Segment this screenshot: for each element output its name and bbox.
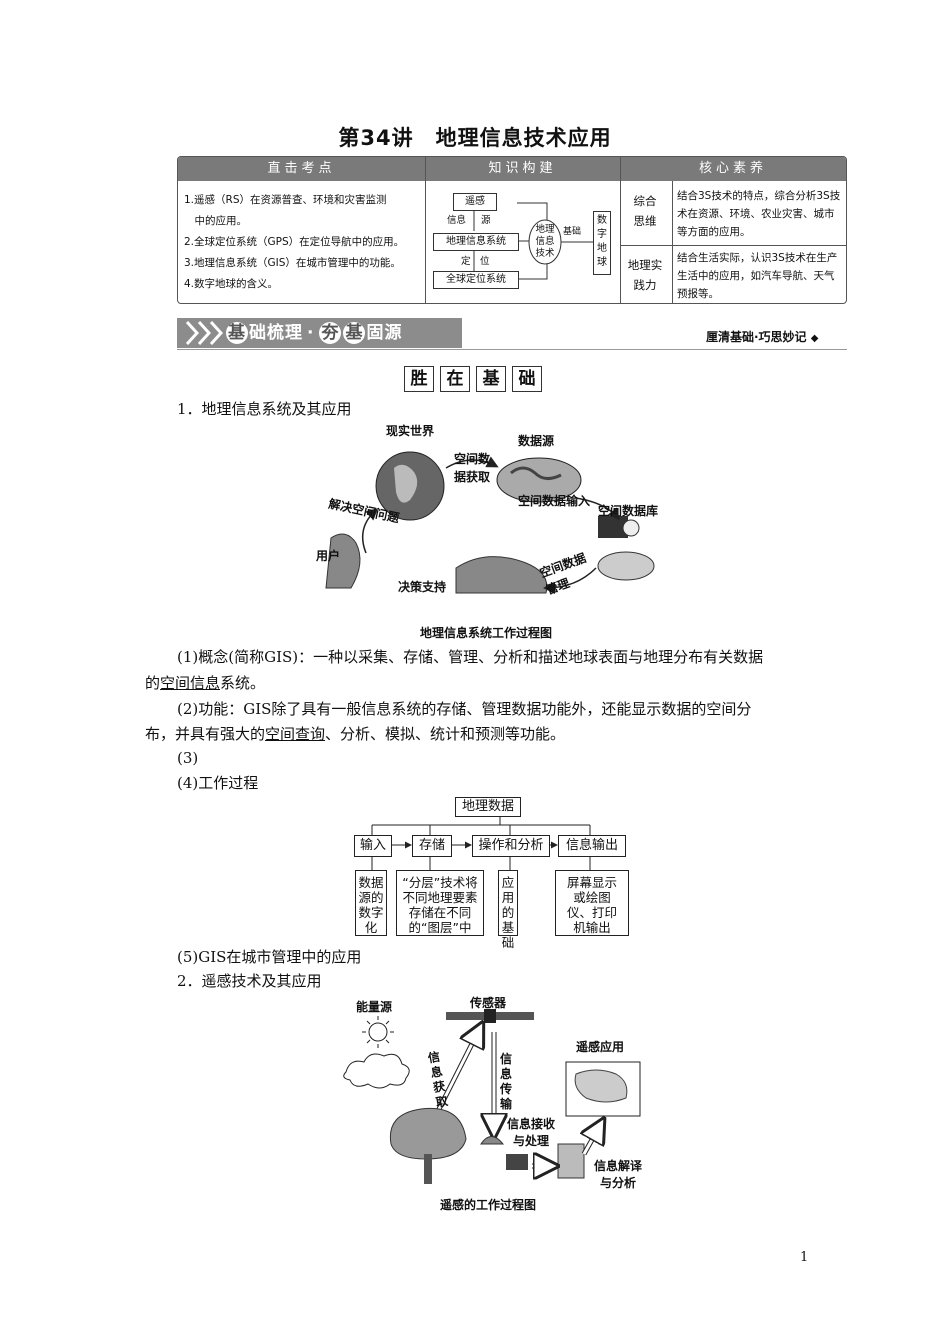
- workflow-lines: [371, 815, 591, 870]
- label-energy: 能量源: [356, 1000, 393, 1014]
- divider: [425, 157, 426, 303]
- gps-box: 全球定位系统: [433, 271, 519, 289]
- workflow-chart: 地理数据 输入 存储 操作和分析 信息输出 数据源的数字化 “分层”技术将不同地…: [350, 795, 630, 950]
- flow-step: 存储: [412, 835, 452, 857]
- section-tab: 在: [440, 366, 470, 392]
- kaodian-item: 4.数字地球的含义。: [184, 278, 279, 290]
- label-sensor: 传感器: [470, 996, 507, 1010]
- divider: [672, 181, 673, 303]
- label-acquire: 空间数据获取: [454, 452, 491, 484]
- flow-detail: “分层”技术将不同地理要素存储在不同的“图层”中: [396, 870, 484, 936]
- header-suyang: 核心素养: [698, 161, 767, 176]
- flow-step: 输入: [354, 835, 392, 857]
- para-2b: 布，并具有强大的空间查询、分析、模拟、统计和预测等功能。: [145, 721, 565, 747]
- page-number: 1: [800, 1250, 809, 1265]
- knowledge-lines: [473, 202, 593, 280]
- flow-step: 信息输出: [558, 835, 626, 857]
- table-header: 直击考点 知识构建 核心素养: [178, 157, 846, 181]
- kaodian-item: 3.地理信息系统（GIS）在城市管理中的功能。: [184, 257, 401, 269]
- header-kaodian: 直击考点: [267, 161, 336, 176]
- rs-figure-art: [343, 1009, 641, 1184]
- p1b-underline: 空间信息: [160, 674, 221, 692]
- header-knowledge: 知识构建: [488, 161, 557, 176]
- para-1a: (1)概念(简称GIS)：一种以采集、存储、管理、分析和描述地球表面与地理分布有…: [177, 648, 764, 666]
- diamond-icon: ◆: [810, 333, 819, 344]
- rs-box: 遥感: [453, 193, 497, 211]
- flow-detail: 应用的基础: [498, 870, 518, 950]
- knowledge-diagram: 遥感 信息 源 地理信息系统 定 位 全球定位系统 地理信息技术 基础 数字地球: [425, 181, 620, 303]
- p1b-pre: 的: [145, 674, 161, 692]
- flow-detail: 屏幕显示或绘图仪、打印机输出: [555, 870, 629, 936]
- kaodian-item: 中的应用。: [184, 215, 247, 227]
- flow-step: 操作和分析: [472, 835, 550, 857]
- gis-figure-art: [325, 451, 655, 594]
- kaodian-item: 2.全球定位系统（GPS）在定位导航中的应用。: [184, 236, 405, 248]
- info-label: 信息: [447, 215, 467, 226]
- para-2a: (2)功能：GIS除了具有一般信息系统的存储、管理数据功能外，还能显示数据的空间…: [177, 700, 752, 718]
- section-1-heading: 1．地理信息系统及其应用: [177, 400, 352, 418]
- rs-figure: 能量源 传感器 信息获取 信息传输 信息接收与处理 遥感应用 信息解译与分析 遥…: [336, 994, 676, 1214]
- p2b-underline: 空间查询: [265, 725, 326, 743]
- section-2-heading: 2．遥感技术及其应用: [177, 972, 322, 990]
- suyang-text-2: 结合生活实际，认识3S技术在生产生活中的应用，如汽车导航、天气预报等。: [677, 252, 838, 300]
- flow-top: 地理数据: [455, 797, 521, 817]
- label-db: 空间数据库: [598, 504, 659, 518]
- label-decision: 决策支持: [398, 580, 447, 594]
- banner-part: 固源: [366, 323, 403, 343]
- banner-char: 夯: [319, 322, 342, 344]
- para-5: (5)GIS在城市管理中的应用: [177, 948, 362, 966]
- p1b-post: 系统。: [220, 674, 266, 692]
- suyang-name-1: 综合思维: [633, 194, 657, 228]
- figure-caption: 遥感的工作过程图: [440, 1198, 537, 1212]
- label-user: 用户: [316, 549, 341, 563]
- banner-char: 基: [343, 322, 366, 344]
- earth-box: 数字地球: [593, 211, 611, 275]
- ding-label: 定: [461, 256, 471, 267]
- wei-label: 位: [480, 256, 490, 267]
- gis-box: 地理信息系统: [433, 233, 519, 251]
- figure-caption: 地理信息系统工作过程图: [420, 626, 553, 640]
- divider: [620, 157, 621, 303]
- suyang-name-2: 地理实践力: [627, 258, 663, 292]
- banner-right: 厘清基础·巧思妙记 ◆: [706, 328, 818, 345]
- label-interpret: 信息解译与分析: [593, 1159, 642, 1190]
- section-banner: 基础梳理·夯基固源: [177, 318, 462, 348]
- label-data-source: 数据源: [518, 434, 555, 448]
- page-title: 第34讲 地理信息技术应用: [338, 126, 612, 150]
- banner-right-text: 厘清基础·巧思妙记: [706, 330, 807, 344]
- kaodian-list: 1.遥感（RS）在资源普查、环境和灾害监测 中的应用。 2.全球定位系统（GPS…: [184, 190, 424, 295]
- para-1b: 的空间信息系统。: [145, 670, 265, 696]
- kaodian-item: 1.遥感（RS）在资源普查、环境和灾害监测: [184, 194, 387, 206]
- circle-label: 地理信息技术: [535, 224, 555, 259]
- source-label: 源: [481, 215, 491, 226]
- para-4: (4)工作过程: [177, 774, 259, 792]
- section-tab: 础: [512, 366, 542, 392]
- chevron-icon: [185, 320, 224, 346]
- section-tab: 胜: [404, 366, 434, 392]
- p2b-post: 、分析、模拟、统计和预测等功能。: [325, 725, 566, 743]
- section-tabs: 胜在基础: [404, 366, 548, 392]
- overview-table: 直击考点 知识构建 核心素养 1.遥感（RS）在资源普查、环境和灾害监测 中的应…: [177, 156, 847, 304]
- flow-detail: 数据源的数字化: [355, 870, 387, 936]
- divider: [620, 245, 846, 246]
- label-receive: 信息接收与处理: [506, 1117, 555, 1148]
- banner-rule: [177, 349, 847, 350]
- label-input: 空间数据输入: [518, 494, 591, 508]
- banner-dot: ·: [307, 323, 315, 343]
- suyang-text-1: 结合3S技术的特点，综合分析3S技术在资源、环境、农业灾害、城市等方面的应用。: [677, 190, 841, 238]
- banner-text: 基础梳理·夯基固源: [225, 318, 402, 348]
- base-label: 基础: [563, 227, 582, 237]
- label-transmit: 信息传输: [500, 1052, 513, 1111]
- section-tab: 基: [476, 366, 506, 392]
- label-real-world: 现实世界: [386, 424, 435, 438]
- p2b-pre: 布，并具有强大的: [145, 725, 266, 743]
- banner-char: 基: [226, 322, 248, 344]
- label-app: 遥感应用: [576, 1040, 625, 1054]
- banner-part: 础梳理: [249, 323, 303, 343]
- para-3: (3): [177, 749, 199, 767]
- gis-figure: 现实世界 数据源 空间数据获取 空间数据输入 空间数据库 空间数据管理 决策支持…: [306, 418, 686, 640]
